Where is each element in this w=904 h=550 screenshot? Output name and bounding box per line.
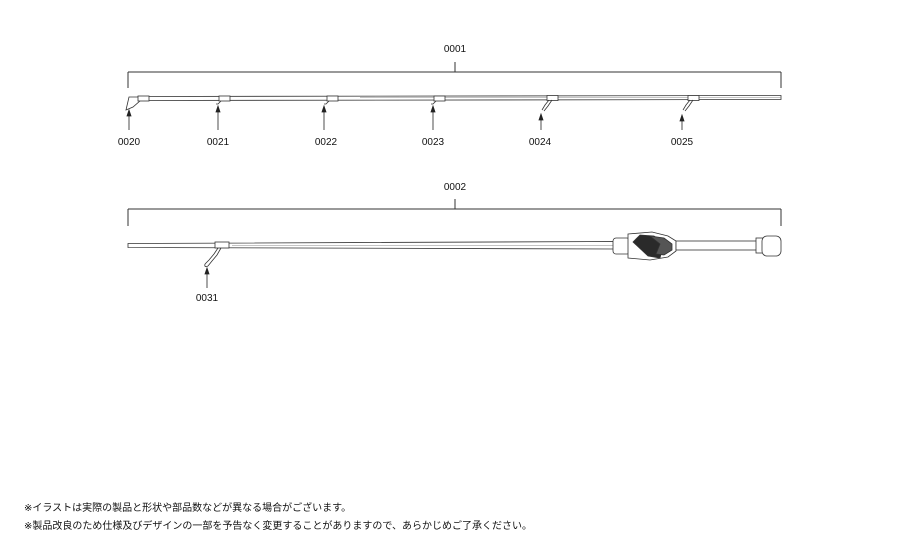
section-0001-label: 0001: [444, 44, 467, 55]
tip-top-guide: [125, 95, 150, 111]
section-0002-label: 0002: [444, 182, 467, 193]
lower-leader: [204, 266, 210, 288]
part-label-0021: 0021: [207, 137, 230, 148]
part-label-0024: 0024: [529, 137, 552, 148]
guide-0022: [324, 95, 339, 105]
section-0002-bracket: [127, 199, 782, 226]
butt-section-blank: [127, 241, 616, 250]
guide-0024: [541, 95, 559, 112]
upper-leaders: [126, 104, 685, 130]
part-label-0020: 0020: [118, 137, 141, 148]
disclaimer-note-spec-change: ※製品改良のため仕様及びデザインの一部を予告なく変更することがありますので、あら…: [24, 521, 532, 532]
part-label-0022: 0022: [315, 137, 338, 148]
tip-section-blank: [137, 95, 782, 101]
part-label-0023: 0023: [422, 137, 445, 148]
guide-0031: [204, 247, 222, 268]
disclaimer-notes: ※イラストは実際の製品と形状や部品数などが異なる場合がございます。 ※製品改良の…: [24, 500, 884, 536]
guide-0025: [682, 95, 700, 112]
part-label-0031: 0031: [196, 293, 219, 304]
guide-0021: [216, 95, 231, 105]
guide-0023: [431, 95, 446, 105]
disclaimer-note-illustration: ※イラストは実際の製品と形状や部品数などが異なる場合がございます。: [24, 503, 352, 514]
reel-seat: [612, 231, 782, 261]
part-label-0025: 0025: [671, 137, 694, 148]
section-0001-bracket: [127, 62, 782, 88]
